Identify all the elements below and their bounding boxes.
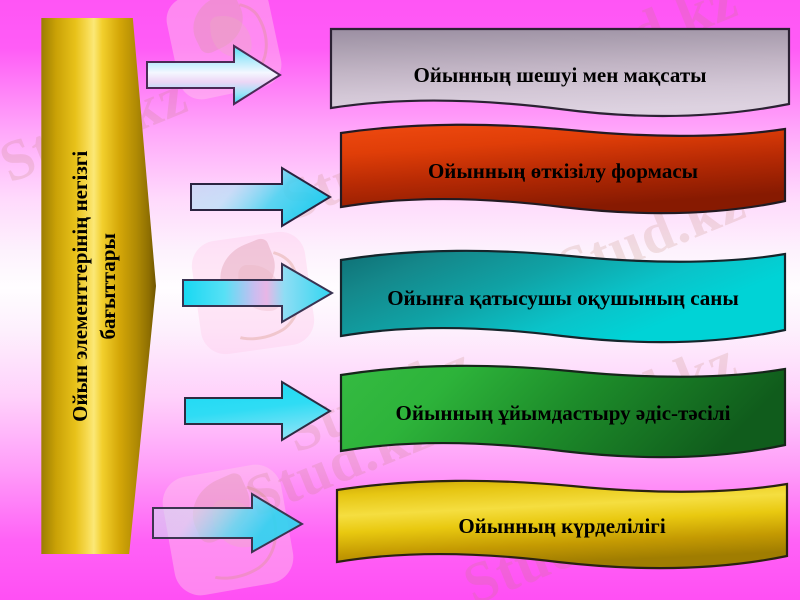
banner-goal: Ойынның шешуі мен мақсаты — [328, 26, 792, 124]
pillar-text-line-2: бағыттары — [97, 232, 121, 340]
arrow-2 — [190, 166, 332, 228]
arrow-3 — [182, 262, 334, 324]
banner-participants: Ойынға қатысушы оқушының саны — [338, 246, 788, 350]
arrow-5 — [152, 492, 304, 554]
banner-form: Ойынның өткізілу формасы — [338, 121, 788, 221]
main-concept-pillar-label: Ойын элементтерінің негізгі бағыттары — [34, 18, 156, 554]
pillar-text-line-1: Ойын элементтерінің негізгі — [68, 150, 93, 422]
main-concept-pillar — [41, 18, 156, 554]
arrow-1 — [146, 44, 282, 106]
banner-complexity: Ойынның күрделілігі — [334, 476, 790, 576]
banner-method: Ойынның ұйымдастыру әдіс-тәсілі — [338, 361, 788, 465]
arrow-4 — [184, 380, 332, 442]
